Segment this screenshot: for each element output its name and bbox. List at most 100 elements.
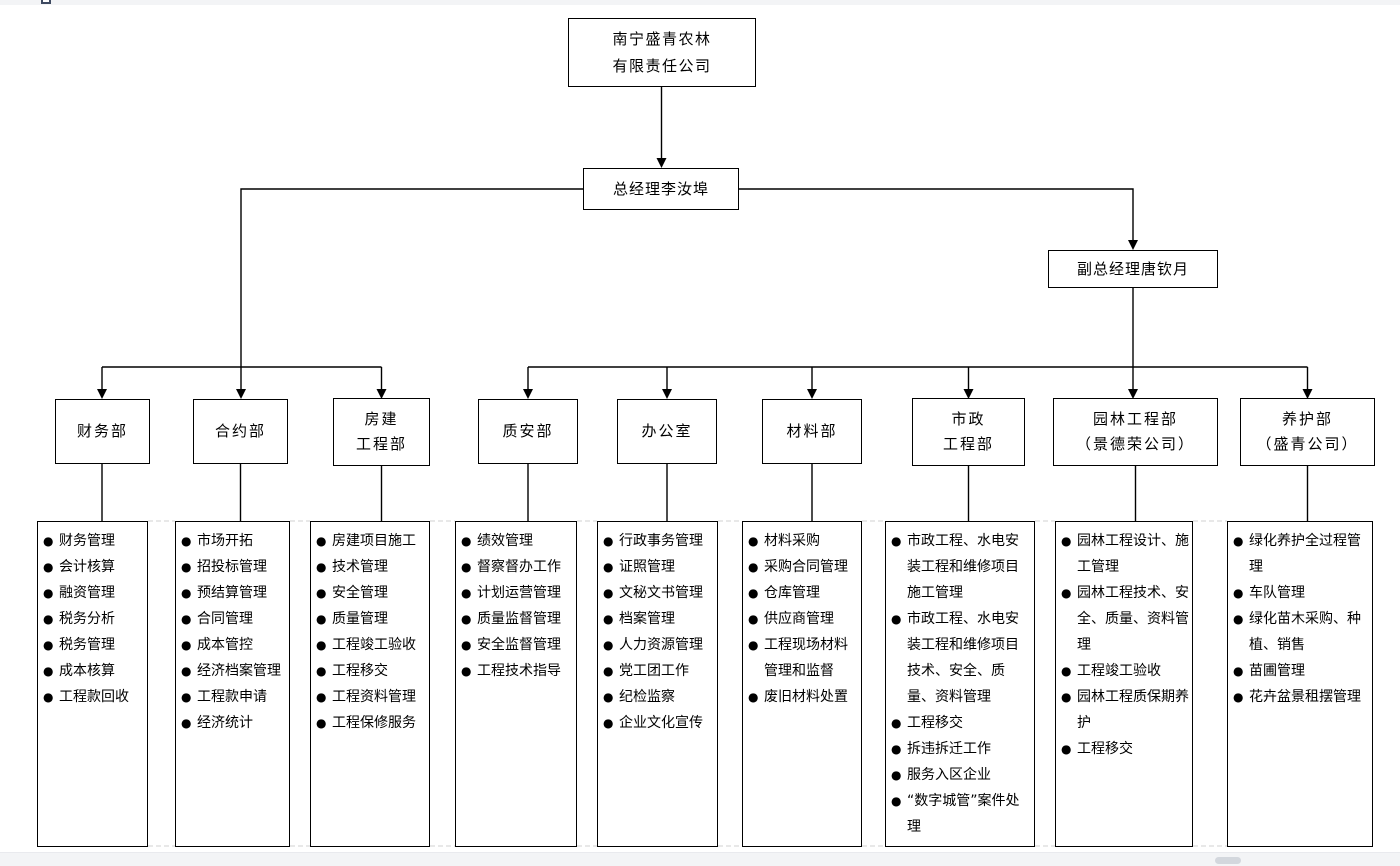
bullet-icon: ● [461,560,472,574]
bullet-icon: ● [748,638,759,652]
duty-item: ●绿化养护全过程管理 [1228,528,1370,580]
bullet-icon: ● [603,534,614,548]
duty-text: 质量管理 [332,611,388,627]
duty-item: ● 工程移交 [311,658,427,684]
duty-item: ● 仓库管理 [743,580,859,606]
org-box-dept-maintenance: 养护部 （盛青公司） [1240,398,1375,466]
duty-list-materials: ●材料采购●采购合同管理●仓库管理●供应商管理●工程现场材料管理和监督●废旧材料… [742,521,862,847]
bullet-icon: ● [1233,534,1244,548]
bullet-icon: ● [748,560,759,574]
duty-item: ●证照管理 [598,554,715,580]
duty-text: 纪检监察 [619,689,675,705]
duty-text: 废旧材料处置 [764,689,848,705]
bullet-icon: ● [1061,742,1072,756]
duty-item: ●招投标管理 [176,554,287,580]
bullet-icon: ● [316,612,327,626]
duty-text: 文秘文书管理 [619,585,703,601]
duty-item: ●工程保修服务 [311,710,427,736]
duty-text: 招投标管理 [197,559,267,575]
org-box-company: 南宁盛青农林 有限责任公司 [568,18,756,87]
bullet-icon: ● [891,768,902,782]
bullet-icon: ● [748,534,759,548]
duty-item: ●税务分析 [38,606,145,632]
duty-item: ●督察督办工作 [456,554,574,580]
bullet-icon: ● [748,586,759,600]
dept-name: 材料部 [786,422,838,440]
bullet-icon: ● [316,716,327,730]
bullet-icon: ● [181,664,192,678]
duty-text: 仓库管理 [764,585,820,601]
bullet-icon: ● [603,612,614,626]
duty-list-municipal: ●市政工程、水电安装工程和维修项目施工管理●市政工程、水电安装工程和维修项目技术… [885,521,1035,847]
dept-name: （盛青公司） [1256,435,1359,453]
duty-item: ●绿化苗木采购、种植、销售 [1228,606,1370,658]
bullet-icon: ● [603,638,614,652]
bullet-icon: ● [461,638,472,652]
duty-text: 安全管理 [332,585,388,601]
duty-item: ●成本管控 [176,632,287,658]
bullet-icon: ● [1061,664,1072,678]
duty-text: 成本管控 [197,637,253,653]
bullet-icon: ● [603,690,614,704]
duty-list-garden: ●园林工程设计、施工管理●园林工程技术、安全、质量、资料管理●工程竣工验收●园林… [1055,521,1193,847]
duty-list-contract: ●市场开拓●招投标管理●预结算管理●合同管理●成本管控●经济档案管理●工程款申请… [175,521,290,847]
duty-item: ●工程款回收 [38,684,145,710]
duty-item: ●市政工程、水电安装工程和维修项目施工管理 [886,528,1032,606]
duty-text: 苗圃管理 [1249,663,1305,679]
duty-item: ●计划运营管理 [456,580,574,606]
bullet-icon: ● [316,664,327,678]
duty-item: ●工程移交 [886,710,1032,736]
bullet-icon: ● [1233,586,1244,600]
duty-text: 成本核算 [59,663,115,679]
duty-list-quality: ●绩效管理●督察督办工作●计划运营管理●质量监督管理●安全监督管理●工程技术指导 [455,521,577,847]
duty-item: ●市政工程、水电安装工程和维修项目技术、安全、质量、资料管理 [886,606,1032,710]
bullet-icon: ● [461,586,472,600]
org-box-dept-municipal: 市政 工程部 [912,398,1025,466]
duty-item: ●经济统计 [176,710,287,736]
bullet-icon: ● [1233,612,1244,626]
bullet-icon: ● [43,560,54,574]
duty-list-office: ●行政事务管理●证照管理●文秘文书管理●档案管理●人力资源管理●党工团工作●纪检… [597,521,718,847]
bullet-icon: ● [181,716,192,730]
dept-name: 财务部 [76,422,128,440]
duty-item: ●绩效管理 [456,528,574,554]
bullet-icon: ● [891,794,902,808]
duty-text: 工程移交 [332,663,388,679]
duty-text: 车队管理 [1249,585,1305,601]
bullet-icon: ● [1233,664,1244,678]
duty-item: ●拆违拆迁工作 [886,736,1032,762]
duty-item: ●合同管理 [176,606,287,632]
duty-text: 人力资源管理 [619,637,703,653]
org-box-dept-office: 办公室 [617,399,717,464]
duty-item: ●经济档案管理 [176,658,287,684]
bullet-icon: ● [181,586,192,600]
duty-text: 党工团工作 [619,663,689,679]
org-box-dept-garden: 园林工程部 （景德荣公司） [1053,398,1218,466]
duty-text: 拆违拆迁工作 [907,741,991,757]
bullet-icon: ● [316,534,327,548]
duty-item: ●供应商管理 [743,606,859,632]
company-name-line1: 南宁盛青农林 [612,29,712,48]
duty-item: ●“数字城管”案件处理 [886,788,1032,840]
bullet-icon: ● [891,534,902,548]
duty-text: 材料采购 [764,533,820,549]
bullet-icon: ● [181,690,192,704]
duty-text: 税务分析 [59,611,115,627]
deputy-manager-label: 副总经理唐钦月 [1076,259,1189,278]
duty-item: ● 苗圃管理 [1228,658,1370,684]
duty-item: ●花卉盆景租摆管理 [1228,684,1370,710]
bullet-icon: ● [603,560,614,574]
org-box-dept-materials: 材料部 [762,399,862,464]
bullet-icon: ● [748,612,759,626]
duty-text: 园林工程设计、施工管理 [1077,533,1189,575]
bullet-icon: ● [316,560,327,574]
duty-item: ●预结算管理 [176,580,287,606]
duty-item: ●工程款申请 [176,684,287,710]
duty-text: 市政工程、水电安装工程和维修项目技术、安全、质量、资料管理 [907,611,1019,705]
bullet-icon: ● [1061,586,1072,600]
dept-name: 市政 [951,410,986,428]
horizontal-scrollbar-thumb[interactable] [1215,857,1241,864]
duty-text: 工程现场材料管理和监督 [764,637,848,679]
table-handle-icon[interactable] [41,0,51,4]
dept-name: 园林工程部 [1092,410,1178,428]
